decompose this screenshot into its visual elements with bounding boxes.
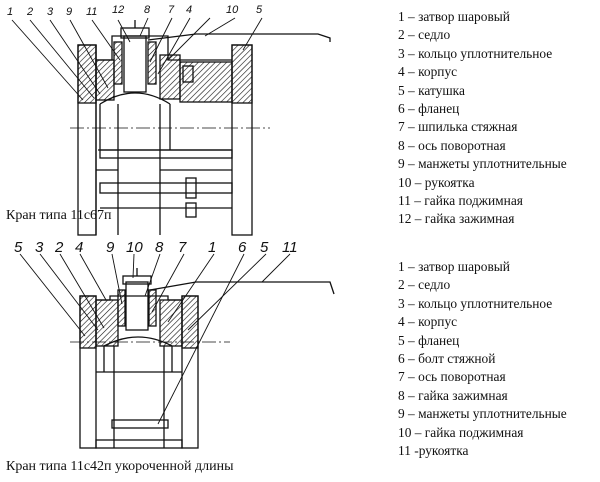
legend-item: 3 – кольцо уплотнительное — [398, 295, 553, 311]
legend-item: 2 – седло — [398, 27, 451, 43]
callout-label: 2 — [54, 239, 64, 256]
callout-label: 1 — [208, 239, 216, 256]
callout-label: 5 — [14, 239, 23, 256]
legend-item: 12 – гайка зажимная — [398, 211, 515, 227]
legend-item: 11 -рукоятка — [398, 442, 469, 458]
legend-item: 9 – манжеты уплотнительные — [398, 406, 567, 422]
callout-label: 7 — [168, 4, 175, 16]
legend-item: 5 – фланец — [398, 332, 460, 348]
callout-label: 9 — [106, 239, 115, 256]
legend-item: 2 – седло — [398, 277, 451, 293]
legend-item: 5 – катушка — [398, 82, 465, 98]
callout-label: 5 — [256, 4, 263, 16]
parts-legend-11c42p: 1 – затвор шаровый 2 – седло 3 – кольцо … — [398, 258, 567, 460]
figure-caption-11c67p: Кран типа 11с67п — [6, 208, 112, 223]
valve-11c67p-callouts: 1 2 3 9 11 12 8 7 4 10 5 — [7, 4, 263, 18]
callout-label: 6 — [238, 239, 247, 256]
callout-label: 3 — [35, 239, 44, 256]
legend-item: 10 – рукоятка — [398, 174, 475, 190]
callout-label: 2 — [26, 6, 33, 18]
callout-label: 8 — [155, 239, 164, 256]
legend-item: 8 – ось поворотная — [398, 137, 506, 153]
callout-label: 9 — [66, 6, 72, 18]
valve-11c67p-drawing — [11, 17, 331, 236]
valve-11c42p-drawing — [19, 253, 335, 449]
callout-label: 7 — [178, 239, 187, 256]
legend-item: 7 – шпилька стяжная — [398, 119, 518, 135]
legend-item: 1 – затвор шаровый — [398, 259, 510, 274]
callout-label: 3 — [47, 6, 54, 18]
callout-label: 11 — [282, 239, 298, 256]
callout-label: 5 — [260, 239, 269, 256]
legend-item: 4 – корпус — [398, 64, 458, 80]
legend-item: 1 – затвор шаровый — [398, 9, 510, 24]
parts-legend-11c67p: 1 – затвор шаровый 2 – седло 3 – кольцо … — [398, 8, 567, 229]
callout-label: 1 — [7, 6, 13, 18]
legend-item: 4 – корпус — [398, 314, 458, 330]
legend-item: 3 – кольцо уплотнительное — [398, 45, 553, 61]
callout-label: 4 — [186, 4, 192, 16]
legend-item: 11 – гайка поджимная — [398, 192, 523, 208]
legend-item: 6 – фланец — [398, 100, 460, 116]
callout-label: 10 — [126, 239, 143, 256]
legend-item: 6 – болт стяжной — [398, 350, 496, 366]
callout-label: 11 — [86, 6, 97, 18]
legend-item: 10 – гайка поджимная — [398, 424, 524, 440]
valve-11c42p-callouts: 5 3 2 4 9 10 8 7 1 6 5 11 — [14, 239, 298, 256]
figure-caption-11c42p: Кран типа 11с42п укороченной длины — [6, 459, 234, 474]
legend-item: 9 – манжеты уплотнительные — [398, 156, 567, 172]
legend-item: 7 – ось поворотная — [398, 369, 506, 385]
callout-label: 8 — [144, 4, 151, 16]
legend-item: 8 – гайка зажимная — [398, 387, 508, 403]
callout-label: 4 — [75, 239, 83, 256]
callout-label: 10 — [226, 4, 239, 16]
callout-label: 12 — [112, 4, 124, 16]
